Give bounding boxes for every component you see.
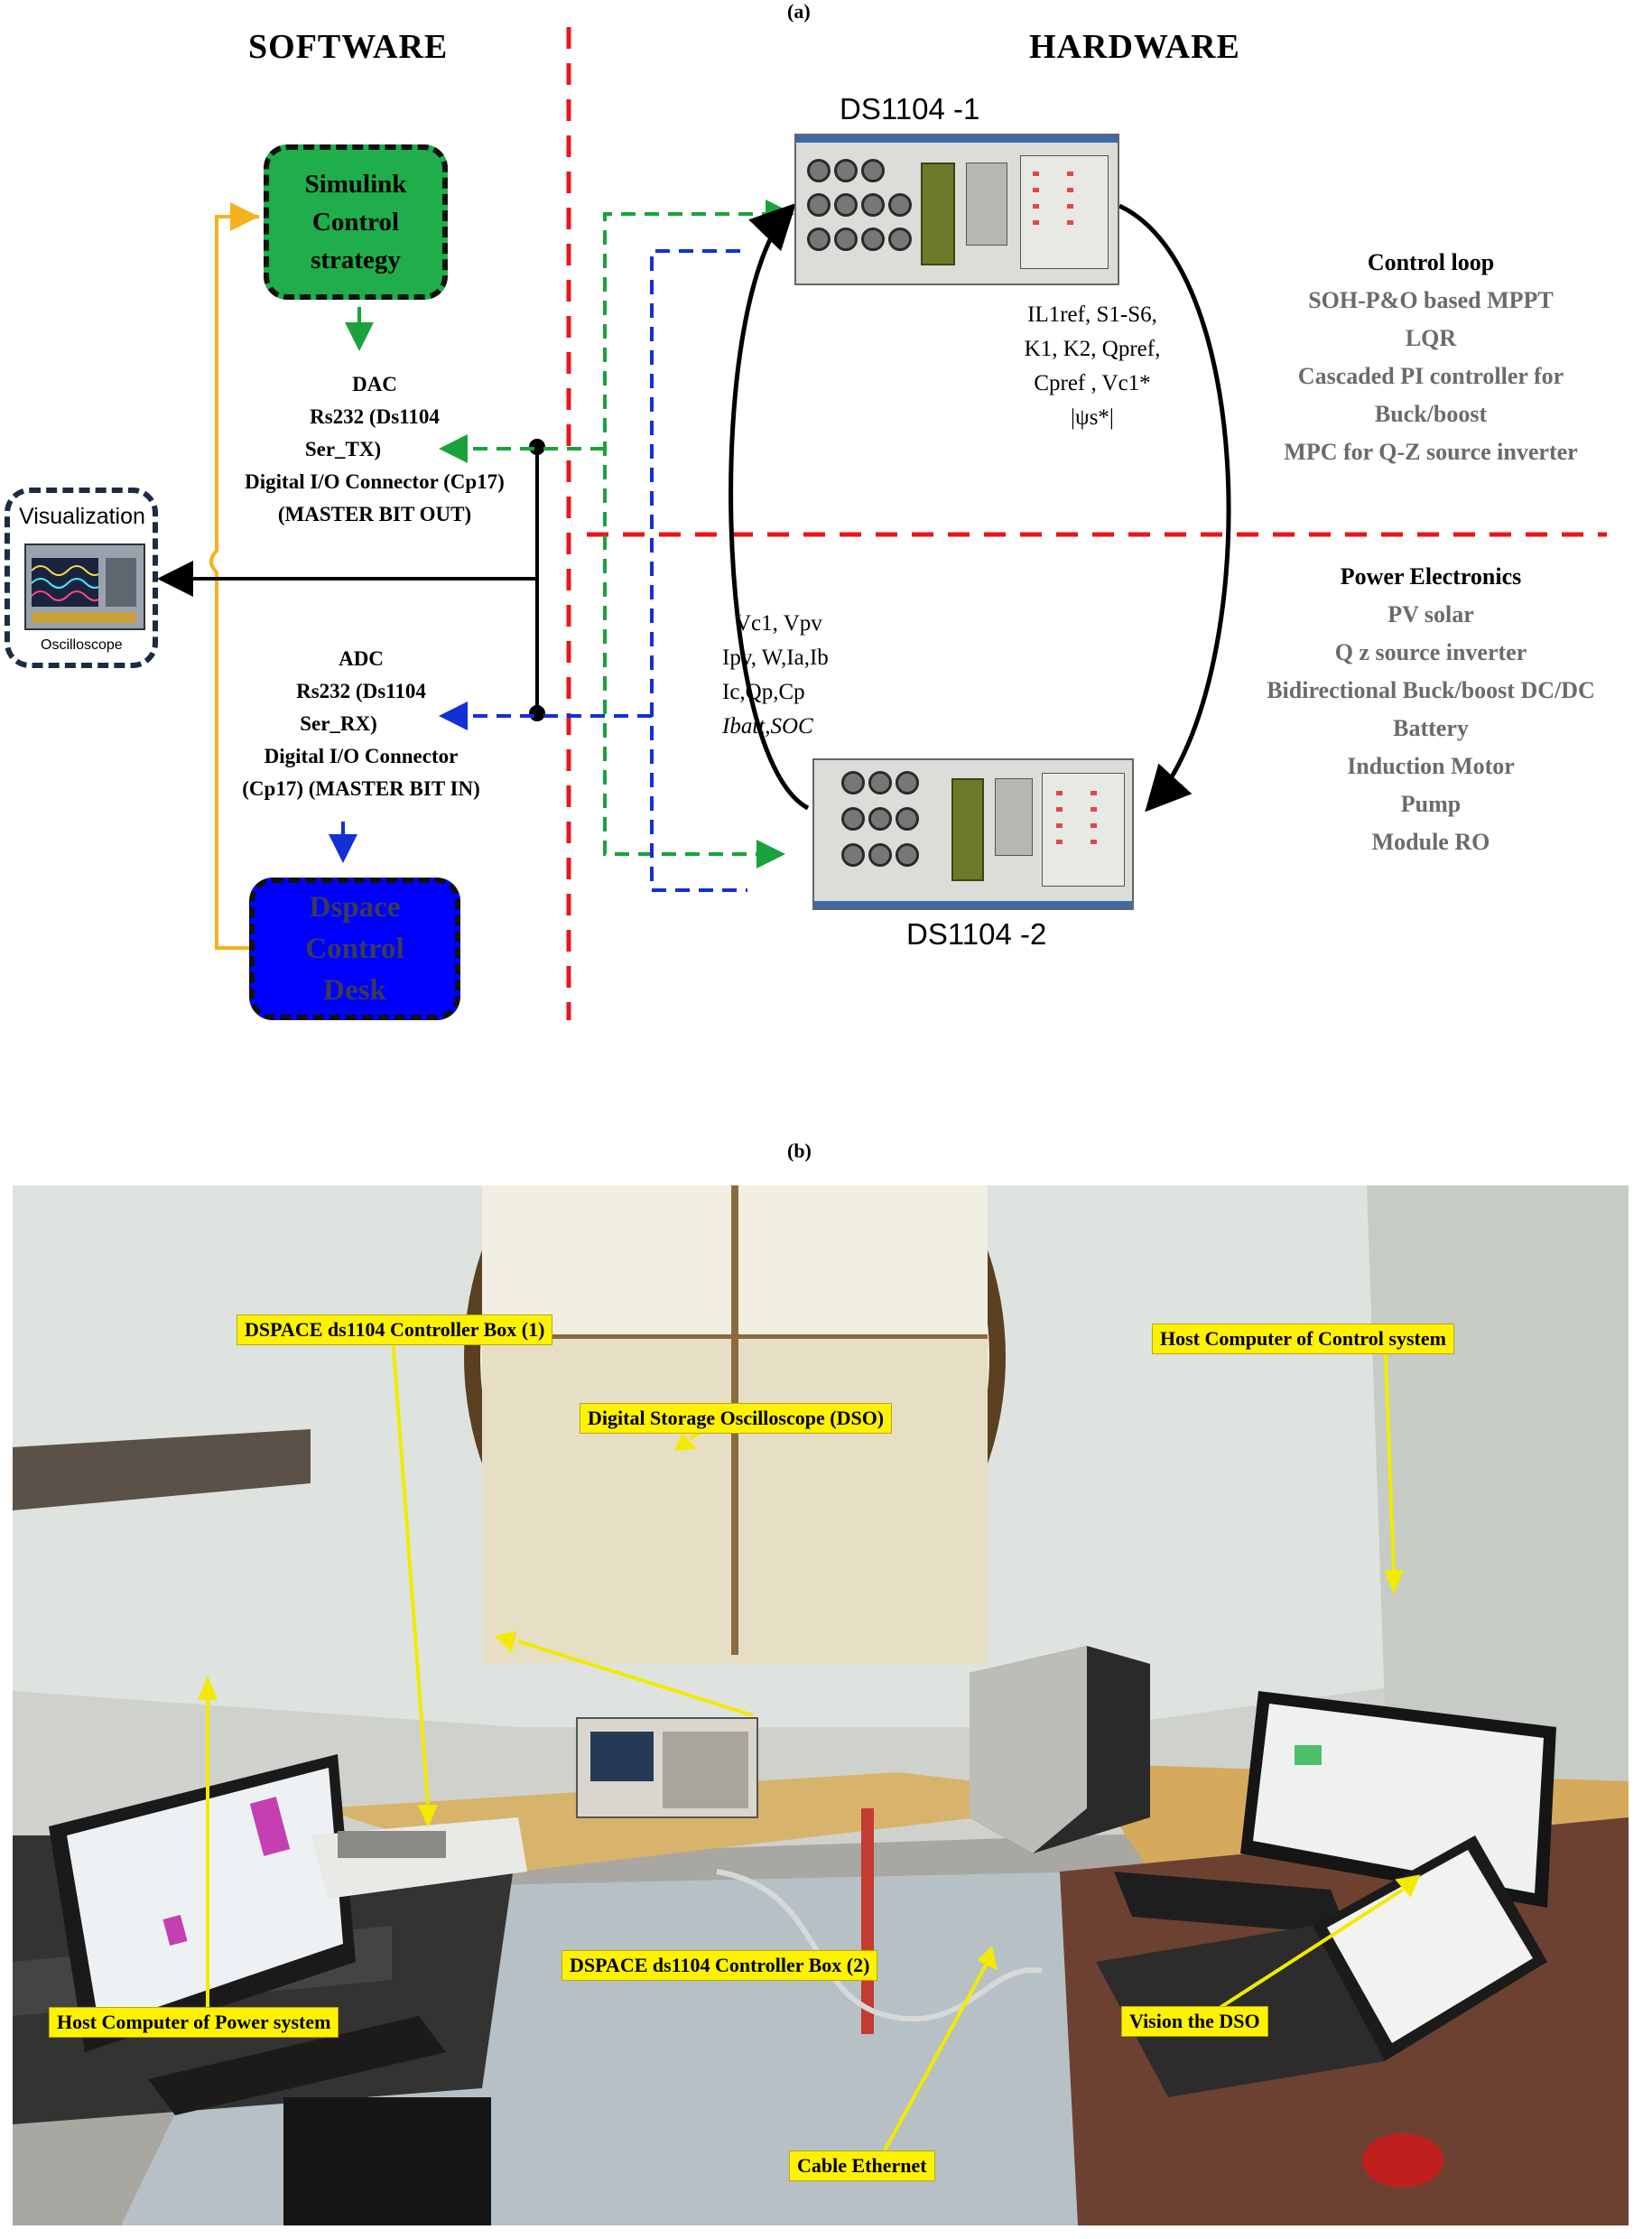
dspace-line-1: Dspace: [309, 891, 401, 924]
ds1104-2-board: [812, 758, 1134, 910]
dspace-control-desk-box: Dspace Control Desk: [249, 878, 460, 1020]
hardware-heading: HARDWARE: [1029, 28, 1240, 66]
dspace-line-3: Desk: [323, 974, 386, 1007]
ds1104-1-label: DS1104 -1: [840, 92, 980, 125]
power-electronics-item: Q z source inverter: [1334, 639, 1527, 665]
tag-vision-dso: Vision the DSO: [1121, 2006, 1268, 2037]
software-heading: SOFTWARE: [248, 28, 449, 66]
adc-line-4: Digital I/O Connector: [264, 745, 459, 767]
power-electronics-item: Induction Motor: [1347, 753, 1515, 779]
dac-title: DAC: [352, 373, 397, 395]
tag-host-computer-power: Host Computer of Power system: [49, 2007, 339, 2038]
signal-up-2: Ipv, W,Ia,Ib: [722, 646, 829, 670]
control-loop-item: Cascaded PI controller for: [1297, 363, 1564, 389]
visualization-caption: Oscilloscope: [41, 637, 123, 653]
pointer-lines: [198, 1324, 1421, 2161]
control-loop-item: Buck/boost: [1374, 401, 1488, 427]
tag-host-computer-control: Host Computer of Control system: [1152, 1324, 1454, 1354]
simulink-control-strategy-box: Simulink Control strategy: [264, 144, 448, 300]
power-electronics-item: Bidirectional Buck/boost DC/DC: [1267, 677, 1595, 703]
control-loop-item: MPC for Q-Z source inverter: [1284, 439, 1578, 465]
connection-diagram: [157, 27, 1607, 1020]
signal-down-1: IL1ref, S1-S6,: [1027, 302, 1157, 327]
dspace-line-2: Control: [305, 933, 404, 965]
tag-digital-storage-oscilloscope: Digital Storage Oscilloscope (DSO): [580, 1403, 893, 1434]
adc-line-3: Ser_RX): [300, 712, 377, 735]
tag-cable-ethernet: Cable Ethernet: [789, 2151, 935, 2181]
signal-up-4: Ibatt,SOC: [722, 714, 813, 739]
panel-b-label: (b): [787, 1139, 812, 1162]
junction-bottom: [529, 705, 545, 721]
signal-down-3: Cpref , Vc1*: [1034, 371, 1151, 395]
visualization-box: Visualization Oscilloscope: [5, 488, 158, 668]
power-electronics-list: Power Electronics PV solar Q z source in…: [1228, 558, 1634, 861]
control-loop-item: SOH-P&O based MPPT: [1308, 287, 1554, 313]
dac-block: DAC Rs232 (Ds1104 Ser_TX) Digital I/O Co…: [208, 368, 542, 531]
control-loop-item: LQR: [1405, 325, 1457, 351]
signals-up: Vc1, Vpv Ipv, W,Ia,Ib Ic,Qp,Cp Ibatt,SOC: [722, 607, 829, 744]
lab-scene: [13, 1185, 1629, 2225]
loop-up-arrow: [729, 202, 810, 811]
orange-link: [209, 215, 259, 950]
adc-line-2: Rs232 (Ds1104: [296, 680, 426, 702]
power-electronics-item: Pump: [1400, 791, 1462, 817]
ds1104-1-board: [794, 134, 1119, 285]
power-electronics-item: PV solar: [1387, 601, 1474, 627]
lab-photo: DSPACE ds1104 Controller Box (1) Digital…: [13, 1185, 1629, 2225]
signals-down: IL1ref, S1-S6, K1, K2, Qpref, Cpref , Vc…: [1002, 298, 1183, 435]
tag-controller-box-1: DSPACE ds1104 Controller Box (1): [237, 1315, 553, 1345]
dac-line-4: Digital I/O Connector (Cp17): [245, 470, 505, 493]
power-electronics-title: Power Electronics: [1340, 563, 1522, 590]
signal-up-3: Ic,Qp,Cp: [722, 680, 805, 704]
dac-line-5: (MASTER BIT OUT): [277, 503, 472, 525]
loop-down-arrow: [1118, 203, 1231, 813]
oscilloscope-image: [24, 543, 145, 630]
simulink-line-2: Control: [311, 208, 400, 237]
tag-controller-box-2: DSPACE ds1104 Controller Box (2): [561, 1950, 878, 1981]
dac-line-3: Ser_TX): [304, 438, 382, 460]
adc-block: ADC Rs232 (Ds1104 Ser_RX) Digital I/O Co…: [208, 643, 515, 805]
ds1104-2-label: DS1104 -2: [906, 917, 1047, 951]
adc-title: ADC: [339, 647, 384, 670]
control-loop-list: Control loop SOH-P&O based MPPT LQR Casc…: [1228, 244, 1634, 471]
simulink-line-3: strategy: [311, 246, 401, 274]
control-loop-title: Control loop: [1367, 249, 1495, 275]
signal-down-2: K1, K2, Qpref,: [1024, 337, 1161, 361]
power-electronics-item: Module RO: [1371, 829, 1490, 855]
signal-down-4: |ψs*|: [1071, 405, 1114, 430]
visualization-title: Visualization: [19, 504, 145, 529]
signal-up-1: Vc1, Vpv: [735, 611, 822, 636]
simulink-line-1: Simulink: [304, 170, 407, 199]
junction-top: [529, 439, 545, 455]
power-electronics-item: Battery: [1393, 715, 1469, 741]
dac-line-2: Rs232 (Ds1104: [310, 405, 440, 428]
panel-a-label: (a): [787, 0, 811, 23]
adc-line-5: (Cp17) (MASTER BIT IN): [242, 777, 480, 800]
